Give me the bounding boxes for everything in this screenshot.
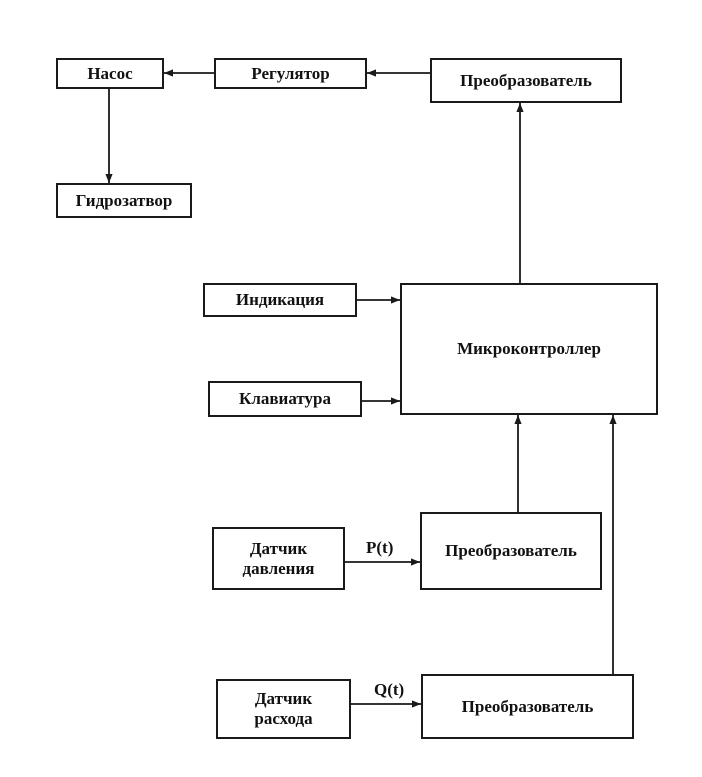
- regulator-label: Регулятор: [251, 63, 330, 83]
- flow-sensor-block: Датчик расхода: [216, 679, 351, 739]
- flow-signal-label: Q(t): [374, 680, 405, 699]
- pressure-sensor-block: Датчик давления: [212, 527, 345, 590]
- regulator-block: Регулятор: [214, 58, 367, 89]
- pressure-sensor-label-line2: давления: [242, 558, 315, 578]
- microcontroller-block: Микроконтроллер: [400, 283, 658, 415]
- pressure-signal-label: P(t): [366, 538, 394, 557]
- keyboard-label: Клавиатура: [239, 389, 331, 409]
- pump-block: Насос: [56, 58, 164, 89]
- converter-top-block: Преобразователь: [430, 58, 622, 103]
- keyboard-block: Клавиатура: [208, 381, 362, 417]
- converter-bottom-block: Преобразователь: [421, 674, 634, 739]
- pump-label: Насос: [87, 63, 133, 83]
- converter-mid-label: Преобразователь: [445, 541, 577, 561]
- microcontroller-label: Микроконтроллер: [457, 339, 601, 359]
- indication-label: Индикация: [235, 290, 325, 310]
- hydrolock-label: Гидрозатвор: [75, 190, 173, 210]
- converter-top-label: Преобразователь: [460, 70, 592, 90]
- flow-sensor-label-line2: расхода: [254, 709, 313, 728]
- hydrolock-block: Гидрозатвор: [56, 183, 192, 218]
- indication-block: Индикация: [203, 283, 357, 317]
- flow-sensor-label-line1: Датчик: [254, 689, 313, 709]
- pressure-sensor-label-line1: Датчик: [249, 538, 308, 558]
- converter-mid-block: Преобразователь: [420, 512, 602, 590]
- converter-bottom-label: Преобразователь: [461, 696, 594, 716]
